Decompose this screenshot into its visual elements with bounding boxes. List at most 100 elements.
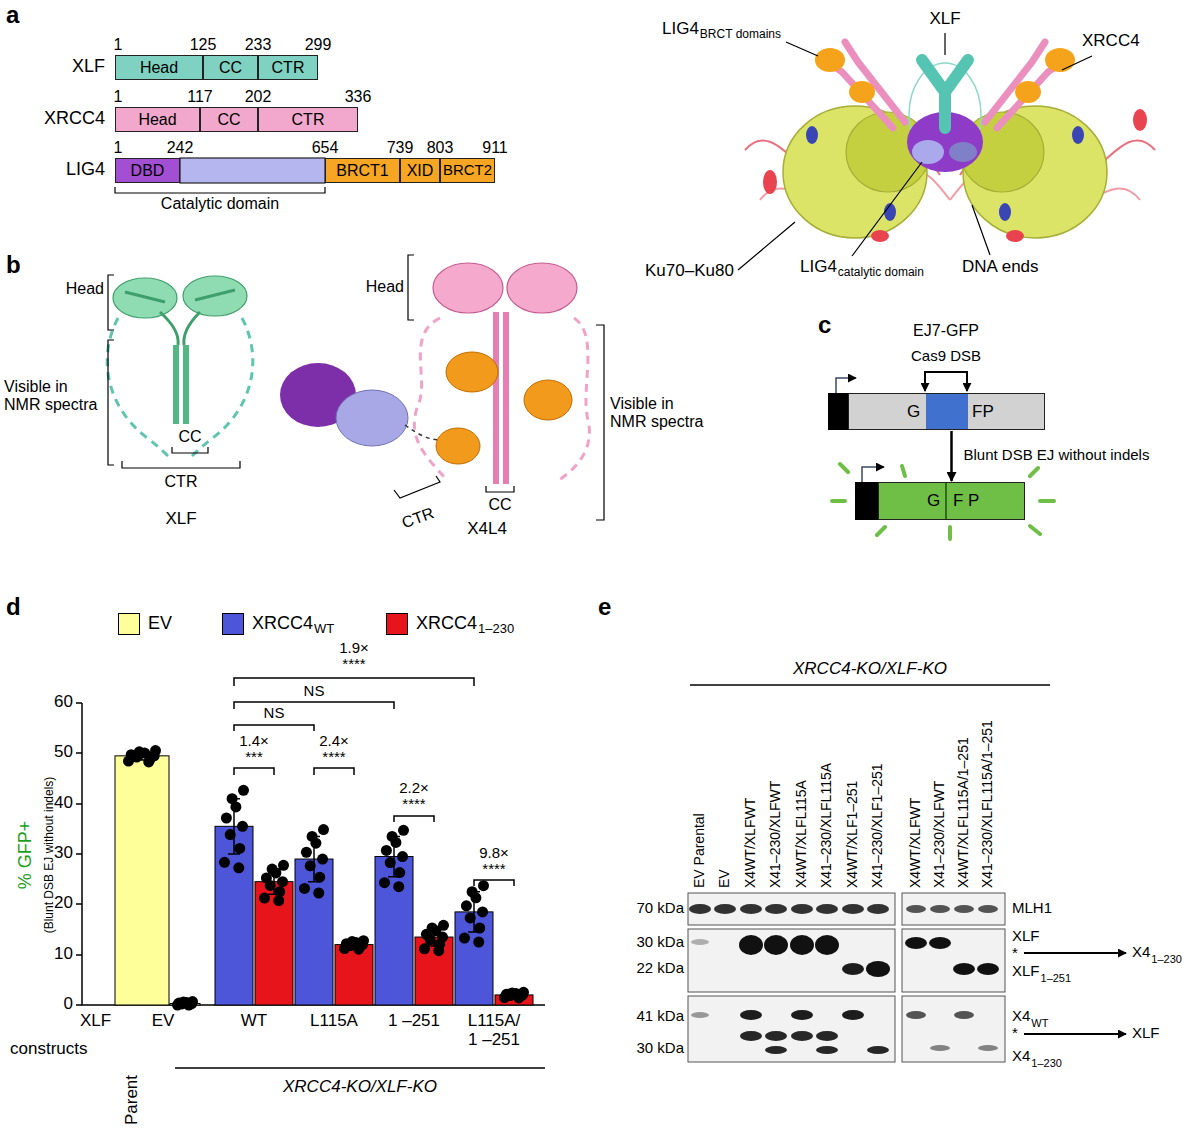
blot-band xyxy=(691,939,709,945)
data-dot xyxy=(387,831,398,842)
brct-blob xyxy=(815,48,845,72)
blot-band xyxy=(765,1031,787,1041)
label: CTR xyxy=(400,504,437,532)
label: XRCC4 xyxy=(44,109,105,129)
brct xyxy=(436,428,480,464)
blot-band xyxy=(714,904,736,914)
domain-box: BRCT1 xyxy=(325,158,400,183)
label: X41–230/XLF1–251 xyxy=(870,763,885,888)
label: WT xyxy=(241,1012,267,1031)
label: 0 xyxy=(64,995,73,1014)
label: Head xyxy=(66,280,104,298)
brct-blob xyxy=(1045,48,1075,72)
bar xyxy=(115,756,169,1005)
label: 1–230 xyxy=(1151,953,1182,965)
data-dot xyxy=(438,920,449,931)
data-dot xyxy=(267,864,278,875)
label: X41–230/XLFWT xyxy=(932,781,947,888)
blot-band xyxy=(740,1031,762,1041)
label: 654 xyxy=(312,139,339,157)
label: BRCT domains xyxy=(700,28,781,41)
reporter-bar: GF P xyxy=(878,482,1025,520)
data-dot xyxy=(278,860,289,871)
domain-box: Head xyxy=(115,107,200,132)
reporter-bar: GFP xyxy=(848,393,1045,430)
label: L115A xyxy=(310,1012,358,1031)
label: DNA ends xyxy=(962,258,1039,277)
label: 117 xyxy=(187,88,213,106)
data-dot xyxy=(381,845,392,856)
label: 1 xyxy=(114,36,123,54)
label: 20 xyxy=(54,894,73,913)
blot-band xyxy=(689,904,711,914)
domain-box: CC xyxy=(200,107,258,132)
label: 60 xyxy=(54,693,73,712)
data-dot xyxy=(385,857,396,868)
data-dot xyxy=(233,862,244,873)
label: 1 –251 xyxy=(388,1012,440,1031)
label: NS xyxy=(304,683,325,700)
data-dot xyxy=(301,847,312,858)
data-dot xyxy=(467,886,478,897)
group-line xyxy=(175,1067,545,1069)
label: (Blunt DSB EJ without indels) xyxy=(43,777,56,934)
legend-swatch xyxy=(386,613,408,635)
label: 50 xyxy=(54,743,73,762)
label: L115A/ 1 –251 xyxy=(464,1012,524,1049)
data-dot xyxy=(237,821,248,832)
cut-arrow xyxy=(924,378,926,391)
label: XLF xyxy=(1012,928,1040,945)
label: CC xyxy=(178,428,201,446)
dashed-outline xyxy=(414,318,589,482)
junction-line xyxy=(945,483,947,519)
label: Visible in NMR spectra xyxy=(610,395,710,430)
pointer-arrow xyxy=(1024,1033,1126,1035)
blot-band xyxy=(791,1010,813,1020)
data-dot xyxy=(183,1000,194,1011)
label: 336 xyxy=(345,88,372,106)
label: XRCC4-KO/XLF-KO xyxy=(793,660,947,679)
label: 202 xyxy=(245,88,272,106)
label: 299 xyxy=(305,36,332,54)
blot-strip xyxy=(688,929,895,992)
label: EV Parental xyxy=(692,813,707,888)
promoter-block xyxy=(828,393,848,430)
node-text: CTR xyxy=(272,59,305,77)
blot-strip xyxy=(688,893,895,925)
blot-band xyxy=(954,1011,974,1019)
legend-text: EV xyxy=(148,614,172,634)
data-dot xyxy=(433,945,444,956)
blue-mark xyxy=(806,126,818,144)
xrcc4-stalk xyxy=(496,312,506,484)
blot-band xyxy=(867,1046,889,1054)
label: EV xyxy=(717,869,732,888)
blot-band xyxy=(765,904,787,914)
blot-band xyxy=(842,1010,864,1020)
blot-band xyxy=(906,905,926,913)
data-dot xyxy=(227,793,238,804)
label: X4WT/XLFL115A/1–251 xyxy=(956,737,971,888)
label: X4WT/XLFWT xyxy=(908,798,923,888)
pointer-arrow xyxy=(1024,952,1126,954)
bracket xyxy=(115,187,325,193)
data-dot xyxy=(277,876,288,887)
bar xyxy=(335,945,373,1005)
label: X41–230/XLFL115A xyxy=(819,763,834,888)
label: 40 xyxy=(54,794,73,813)
label: **** xyxy=(402,796,425,813)
dna-end xyxy=(871,230,889,242)
blot-band xyxy=(842,904,864,914)
brct-blob xyxy=(849,81,875,103)
data-dot xyxy=(393,881,404,892)
legend-text: XRCC4 xyxy=(252,614,313,634)
label: 1.9× xyxy=(339,640,369,657)
label: LIG4 xyxy=(66,160,105,180)
label: catalytic domain xyxy=(838,266,924,279)
blue-mark xyxy=(1072,126,1084,144)
label: 911 xyxy=(482,139,508,157)
blot-band xyxy=(905,937,927,949)
data-dot xyxy=(221,813,232,824)
label: X41–230/XLFWT xyxy=(768,781,783,888)
node-text: FP xyxy=(972,402,994,421)
data-dot xyxy=(134,746,145,757)
